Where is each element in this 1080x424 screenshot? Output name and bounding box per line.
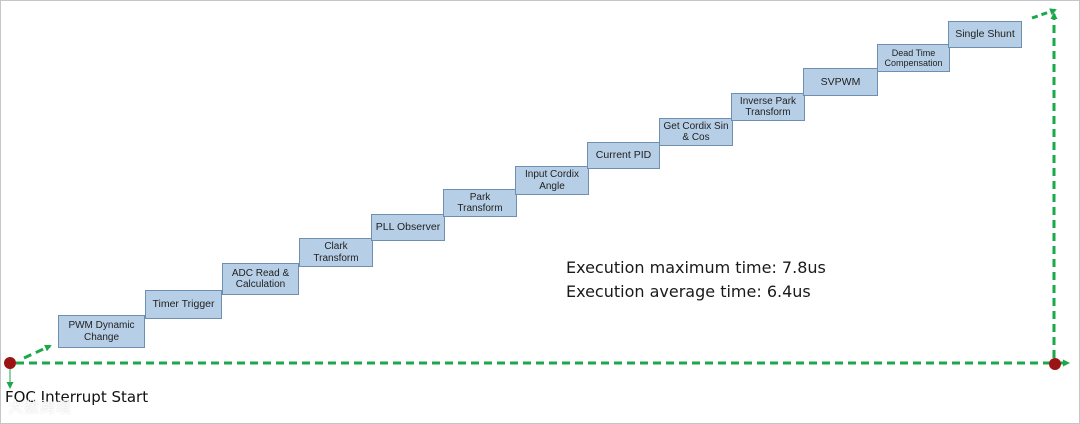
end-dot — [1049, 358, 1061, 370]
step-inverse-park-transform: Inverse Park Transform — [731, 93, 805, 121]
foc-interrupt-start-label: FOC Interrupt Start — [5, 388, 149, 406]
start-arrow — [23, 344, 52, 360]
step-timer-trigger: Timer Trigger — [145, 290, 222, 319]
step-park-transform: Park Transform — [443, 189, 517, 217]
execution-avg-time: Execution average time: 6.4us — [566, 282, 811, 301]
step-current-pid: Current PID — [587, 142, 660, 169]
step-input-cordix-angle: Input Cordix Angle — [515, 166, 589, 195]
top-arrow — [1031, 8, 1057, 20]
step-dead-time-compensation: Dead Time Compensation — [877, 44, 950, 72]
step-adc-read-calculation: ADC Read & Calculation — [222, 263, 299, 295]
start-dot — [4, 357, 16, 369]
step-get-cordix-sin-cos: Get Cordix Sin & Cos — [659, 118, 733, 146]
step-svpwm: SVPWM — [803, 68, 878, 96]
step-pwm-dynamic-change: PWM Dynamic Change — [58, 315, 145, 348]
step-pll-observer: PLL Observer — [371, 214, 445, 241]
execution-max-time: Execution maximum time: 7.8us — [566, 258, 826, 277]
watermark: 大数跨境 — [8, 398, 73, 416]
step-single-shunt: Single Shunt — [948, 21, 1022, 48]
step-clark-transform: Clark Transform — [299, 238, 373, 267]
